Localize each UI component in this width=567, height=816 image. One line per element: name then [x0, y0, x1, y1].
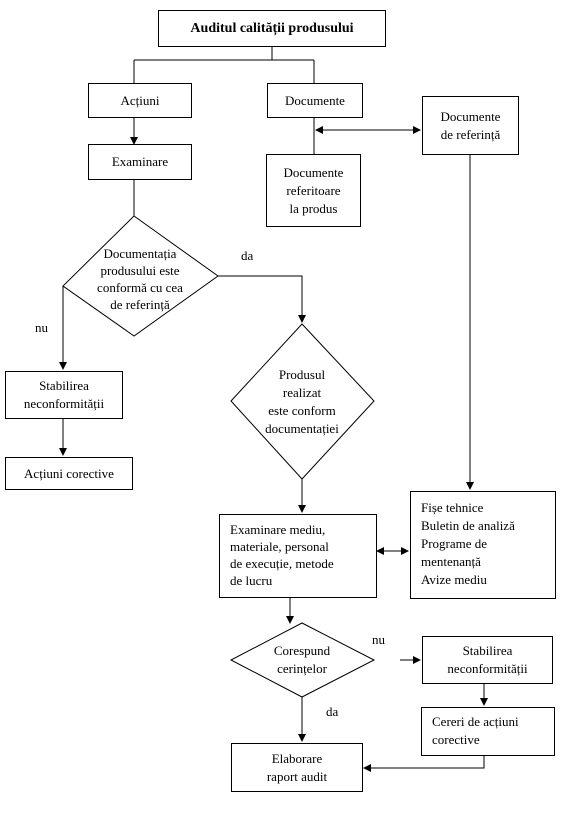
- node-fise-tehnice: Fișe tehnice Buletin de analiză Programe…: [410, 491, 556, 599]
- node-documente: Documente: [267, 83, 363, 118]
- node-examinare: Examinare: [88, 144, 192, 180]
- node-actiuni-corective: Acțiuni corective: [5, 457, 133, 490]
- edge-label-da-2: da: [326, 704, 339, 719]
- node-stabilirea-2: Stabilirea neconformității: [422, 636, 553, 684]
- node-title: Auditul calității produsului: [158, 10, 386, 47]
- node-examinare-mediu: Examinare mediu, materiale, personal de …: [219, 514, 377, 598]
- arrow-da-decision-produs: [218, 275, 306, 323]
- node-raport: Elaborare raport audit: [231, 743, 363, 792]
- node-documente-referinta: Documente de referință: [422, 96, 519, 155]
- edge-label-nu-2: nu: [372, 632, 385, 647]
- decision-cerinte-text: Corespund cerințelor: [273, 643, 331, 676]
- arrow-cereri-raport: [363, 756, 485, 772]
- decision-produs-text: Produsul realizat este conform documenta…: [265, 367, 339, 436]
- node-documente-produs: Documente referitoare la produs: [266, 154, 361, 227]
- node-actiuni: Acțiuni: [88, 83, 192, 118]
- decision-cerinte-shape: [229, 622, 376, 698]
- decision-documentatie-shape: [62, 215, 219, 337]
- edge-label-nu-1: nu: [35, 320, 48, 335]
- edge-label-da-1: da: [241, 248, 254, 263]
- node-stabilirea-1: Stabilirea neconformității: [5, 371, 123, 419]
- decision-documentatie-text: Documentația produsului este conformă cu…: [97, 246, 183, 312]
- node-cereri: Cereri de acțiuni corective: [421, 707, 555, 756]
- decision-produs-shape: [230, 323, 375, 480]
